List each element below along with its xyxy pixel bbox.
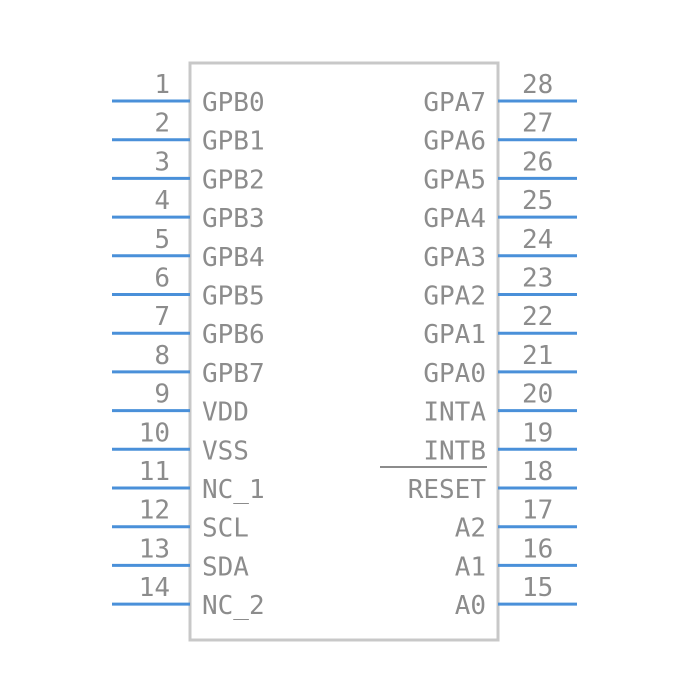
pin-16-number: 16 (522, 534, 553, 564)
pin-5-name: GPB4 (202, 243, 265, 273)
pin-27-name: GPA6 (423, 127, 486, 157)
pin-26-name: GPA5 (423, 165, 486, 195)
pin-8-number: 8 (154, 341, 170, 371)
pin-24-name: GPA3 (423, 243, 486, 273)
pin-6-name: GPB5 (202, 282, 265, 312)
pin-28-name: GPA7 (423, 88, 486, 118)
pin-8-name: GPB7 (202, 359, 265, 389)
pin-7-name: GPB6 (202, 320, 265, 350)
pin-15-name: A0 (455, 591, 486, 621)
pin-28-number: 28 (522, 70, 553, 100)
pin-5-number: 5 (154, 225, 170, 255)
pin-25-number: 25 (522, 186, 553, 216)
pin-18-number: 18 (522, 457, 553, 487)
pin-10-number: 10 (139, 418, 170, 448)
pin-3-number: 3 (154, 147, 170, 177)
pin-12-number: 12 (139, 496, 170, 526)
pin-13-name: SDA (202, 552, 249, 582)
pin-2-number: 2 (154, 109, 170, 139)
pin-22-number: 22 (522, 302, 553, 332)
pin-4-number: 4 (154, 186, 170, 216)
ic-body (188, 61, 500, 642)
pin-19-number: 19 (522, 418, 553, 448)
pin-12-name: SCL (202, 514, 249, 544)
pin-20-name: INTA (423, 398, 486, 428)
pin-20-number: 20 (522, 380, 553, 410)
pin-17-name: A2 (455, 514, 486, 544)
pin-24-number: 24 (522, 225, 553, 255)
pin-23-number: 23 (522, 264, 553, 294)
pin-21-number: 21 (522, 341, 553, 371)
pin-1-name: GPB0 (202, 88, 265, 118)
pin-1-number: 1 (154, 70, 170, 100)
pin-2-name: GPB1 (202, 127, 265, 157)
pin-11-name: NC_1 (202, 475, 265, 505)
pin-4-name: GPB3 (202, 204, 265, 234)
pin-14-name: NC_2 (202, 591, 265, 621)
pin-9-name: VDD (202, 398, 249, 428)
pin-13-number: 13 (139, 534, 170, 564)
pin-23-name: GPA2 (423, 282, 486, 312)
pin-21-name: GPA0 (423, 359, 486, 389)
pin-19-name: INTB (423, 436, 486, 466)
pin-10-name: VSS (202, 436, 249, 466)
pin-6-number: 6 (154, 264, 170, 294)
pin-3-name: GPB2 (202, 165, 265, 195)
pin-15-number: 15 (522, 573, 553, 603)
pin-9-number: 9 (154, 380, 170, 410)
pin-26-number: 26 (522, 147, 553, 177)
pin-18-name: RESET (408, 475, 487, 505)
pin-16-name: A1 (455, 552, 486, 582)
pin-7-number: 7 (154, 302, 170, 332)
pin-11-number: 11 (139, 457, 170, 487)
pin-27-number: 27 (522, 109, 553, 139)
pin-14-number: 14 (139, 573, 170, 603)
pin-17-number: 17 (522, 496, 553, 526)
pin-25-name: GPA4 (423, 204, 486, 234)
pin-22-name: GPA1 (423, 320, 486, 350)
